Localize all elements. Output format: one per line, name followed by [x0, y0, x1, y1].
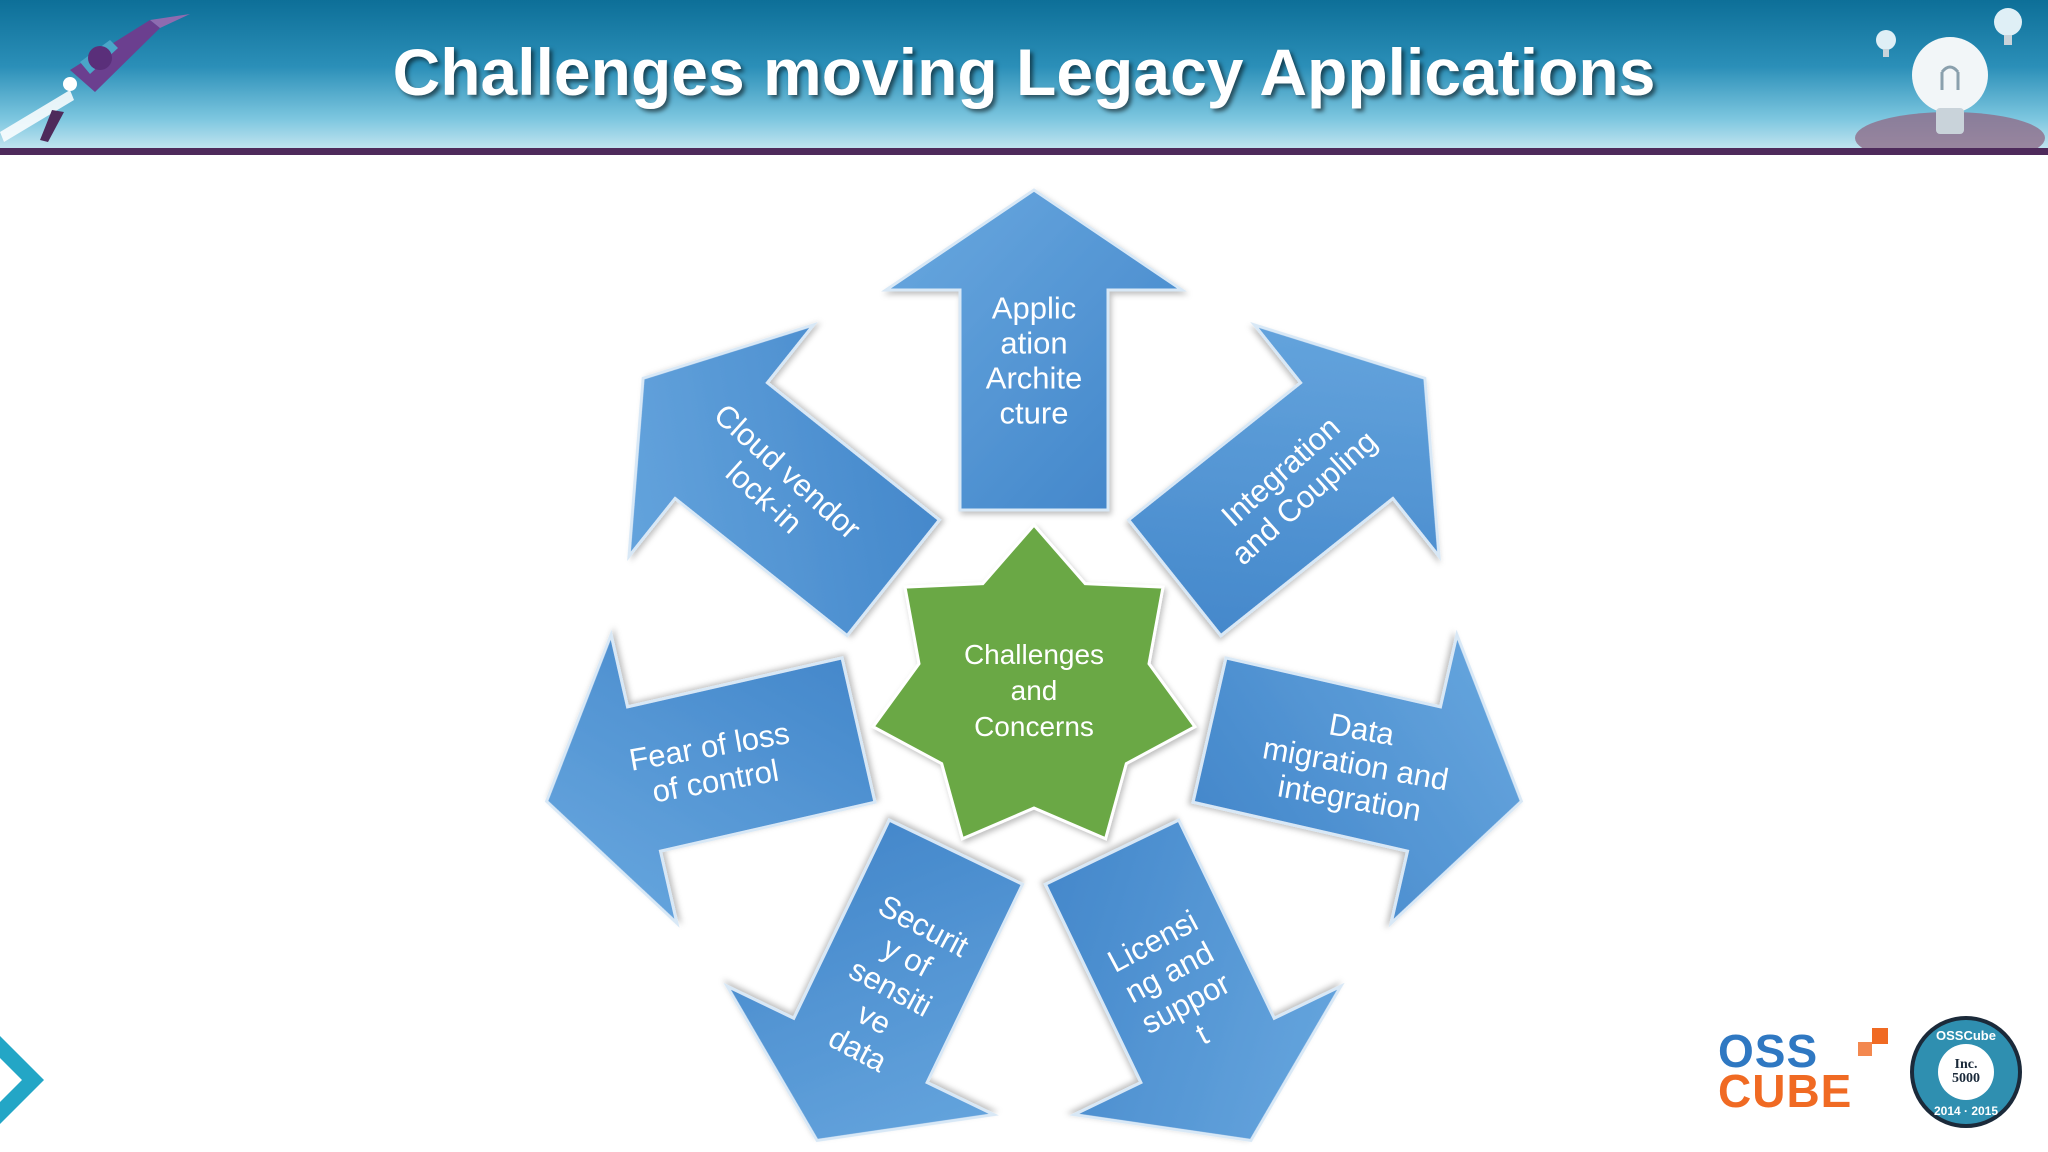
osscube-logo: OSS CUBE	[1718, 1028, 1900, 1118]
arrow-shape-6	[544, 629, 877, 928]
osscube-logo-top: OSS	[1718, 1025, 1819, 1077]
osscube-logo-mark-icon	[1858, 1028, 1888, 1056]
arrow-shape-4	[1043, 818, 1345, 1143]
header-divider	[0, 148, 2048, 155]
arrow-5: Security ofsensitivedata	[723, 818, 1025, 1143]
next-slide-chevron-icon[interactable]	[0, 1030, 50, 1130]
rocket-person-icon	[0, 14, 190, 142]
badge-bottom-text: 2014 · 2015	[1933, 1104, 1999, 1118]
arrow-shape-3	[1191, 629, 1524, 928]
osscube-logo-bottom: CUBE	[1718, 1065, 1853, 1117]
inc5000-badge-inner	[1938, 1044, 1994, 1100]
slide-header: Challenges moving Legacy Applications	[0, 0, 2048, 148]
arrow-4: Licensing andsupport	[1043, 818, 1345, 1143]
badge-top-text: OSSCube	[1936, 1028, 1996, 1043]
arrow-shape-1	[881, 188, 1187, 512]
badge-center-text: Inc. 5000	[1952, 1057, 1980, 1086]
slide-title: Challenges moving Legacy Applications	[392, 35, 1656, 109]
arrow-shape-2	[1126, 321, 1441, 638]
arrow-shape-5	[723, 818, 1025, 1143]
arrow-shape-7	[627, 321, 942, 638]
center-star	[870, 522, 1198, 841]
arrow-6: Fear of lossof control	[544, 629, 877, 928]
arrow-3: Datamigration andintegration	[1191, 629, 1524, 928]
inc5000-badge: OSSCube Inc. 5000 2014 · 2015	[1910, 1016, 2022, 1128]
arrow-label-5: Security ofsensitivedata	[807, 888, 975, 1088]
lightbulb-icon	[1855, 8, 2045, 148]
